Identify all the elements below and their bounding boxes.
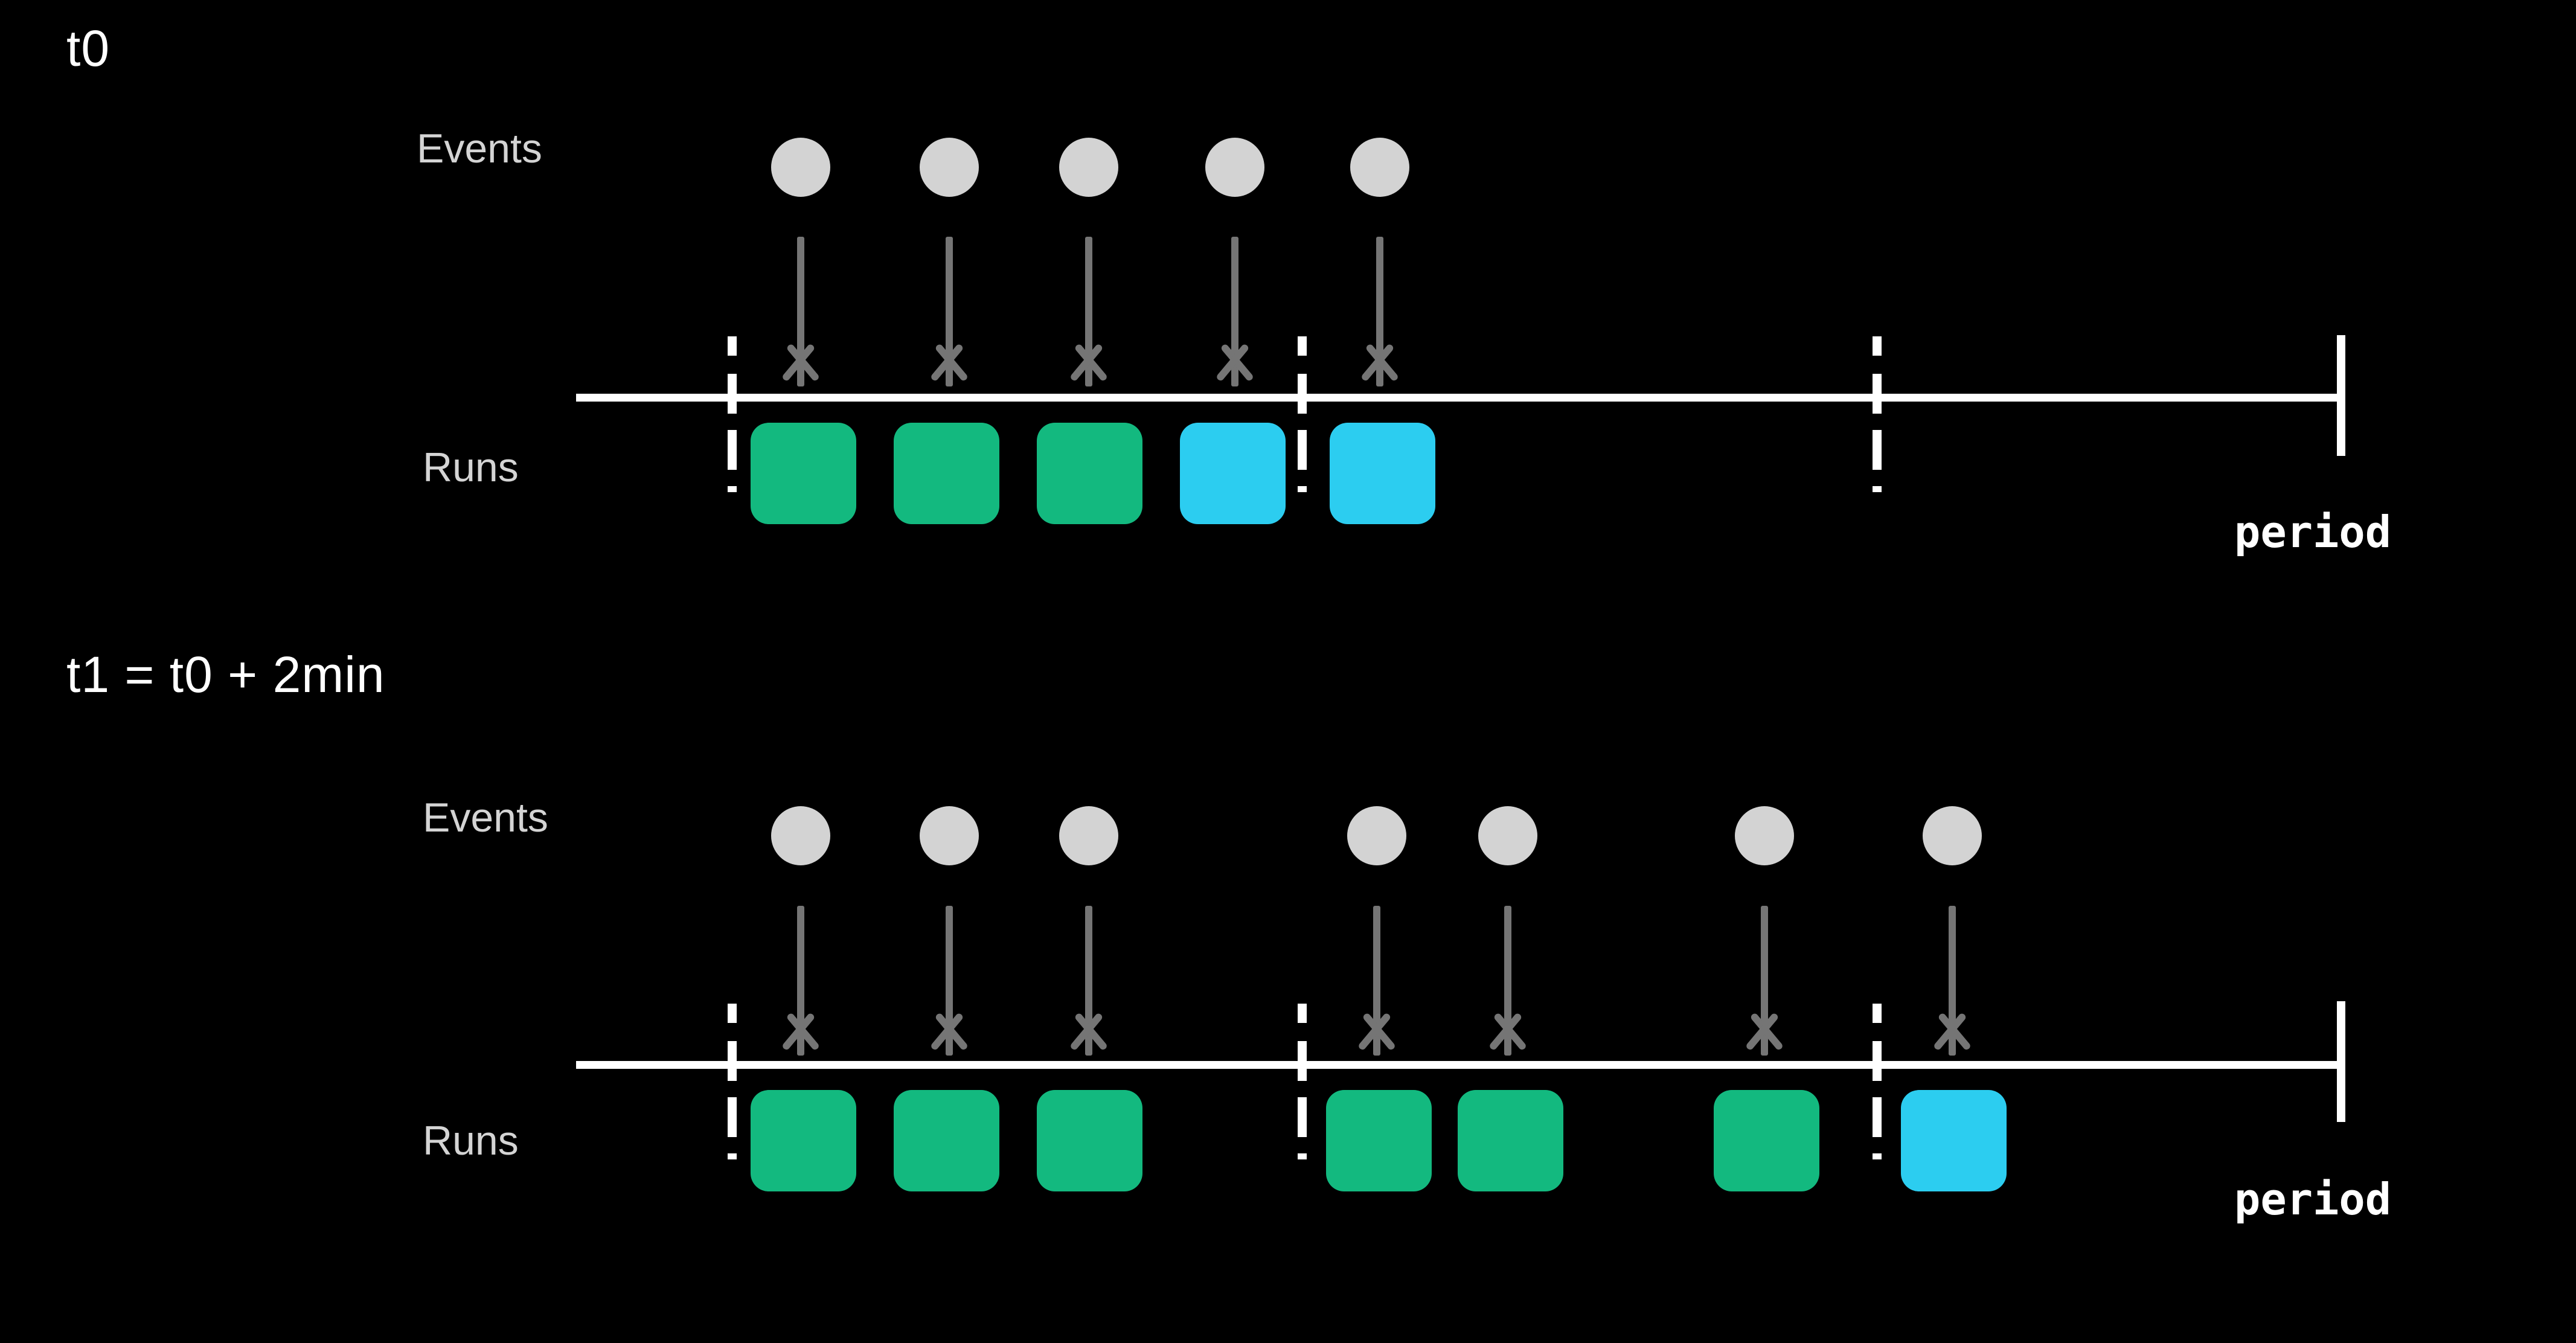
event-dot: [1059, 806, 1118, 865]
event-dot: [771, 806, 830, 865]
run-box-cyan: [1330, 423, 1435, 524]
dash-segment: [1873, 1004, 1882, 1023]
arrow-shaft: [946, 906, 953, 1056]
run-box-green: [751, 423, 856, 524]
run-box-green: [1714, 1090, 1819, 1191]
arrow-shaft: [797, 906, 804, 1056]
event-dot: [1205, 138, 1264, 197]
dash-segment: [728, 1097, 737, 1137]
period-end-tick: [2337, 1001, 2345, 1122]
period-boundary-dashed-line: [1873, 336, 1882, 492]
dash-segment: [1298, 336, 1307, 356]
event-dot: [1059, 138, 1118, 197]
event-dot: [1347, 806, 1406, 865]
arrow-head: [1063, 1007, 1114, 1058]
dash-segment: [1873, 374, 1882, 414]
period-boundary-dashed-line: [1873, 1004, 1882, 1159]
run-box-green: [894, 1090, 999, 1191]
arrow-shaft: [946, 237, 953, 386]
dash-segment: [1298, 1041, 1307, 1081]
dash-segment: [1298, 1153, 1307, 1159]
timeline-axis: [576, 394, 2337, 402]
dash-segment: [1298, 374, 1307, 414]
period-boundary-dashed-line: [1298, 1004, 1307, 1159]
dash-segment: [728, 1004, 737, 1023]
arrow-shaft: [1085, 237, 1092, 386]
event-dot: [1735, 806, 1794, 865]
arrow-shaft: [1504, 906, 1511, 1056]
arrow-head: [1927, 1007, 1978, 1058]
dash-segment: [1873, 336, 1882, 356]
arrow-head: [924, 1007, 975, 1058]
event-dot: [920, 806, 979, 865]
arrow-shaft: [1376, 237, 1383, 386]
events-label: Events: [423, 795, 548, 841]
dash-segment: [1298, 1004, 1307, 1023]
run-box-green: [1326, 1090, 1432, 1191]
arrow-head: [775, 1007, 826, 1058]
period-boundary-dashed-line: [1298, 336, 1307, 492]
events-label: Events: [417, 126, 542, 171]
event-dot: [1350, 138, 1409, 197]
run-box-green: [751, 1090, 856, 1191]
dash-segment: [1873, 1097, 1882, 1137]
dash-segment: [728, 374, 737, 414]
period-label: period: [2234, 1174, 2392, 1225]
event-dot: [1923, 806, 1982, 865]
arrow-shaft: [1949, 906, 1956, 1056]
row-title-row-t0: t0: [66, 20, 111, 77]
dash-segment: [728, 486, 737, 492]
event-dot: [1478, 806, 1537, 865]
dash-segment: [1873, 1153, 1882, 1159]
dash-segment: [1298, 430, 1307, 470]
event-dot: [920, 138, 979, 197]
dash-segment: [728, 430, 737, 470]
dash-segment: [728, 1041, 737, 1081]
row-title-row-t1: t1 = t0 + 2min: [66, 646, 385, 703]
run-box-green: [1037, 423, 1142, 524]
arrow-shaft: [1373, 906, 1380, 1056]
run-box-green: [894, 423, 999, 524]
arrow-shaft: [797, 237, 804, 386]
dash-segment: [728, 336, 737, 356]
dash-segment: [1873, 430, 1882, 470]
arrow-head: [1739, 1007, 1790, 1058]
dash-segment: [1873, 1041, 1882, 1081]
run-box-cyan: [1180, 423, 1286, 524]
dash-segment: [1298, 486, 1307, 492]
arrow-head: [1482, 1007, 1533, 1058]
event-dot: [771, 138, 830, 197]
dash-segment: [1873, 486, 1882, 492]
dash-segment: [728, 1153, 737, 1159]
period-boundary-dashed-line: [728, 1004, 737, 1159]
runs-label: Runs: [423, 444, 519, 490]
runs-label: Runs: [423, 1118, 519, 1164]
dash-segment: [1298, 1097, 1307, 1137]
run-box-cyan: [1901, 1090, 2007, 1191]
run-box-green: [1458, 1090, 1563, 1191]
arrow-shaft: [1231, 237, 1238, 386]
arrow-shaft: [1085, 906, 1092, 1056]
period-end-tick: [2337, 335, 2345, 456]
arrow-shaft: [1761, 906, 1768, 1056]
timeline-axis: [576, 1061, 2337, 1069]
period-boundary-dashed-line: [728, 336, 737, 492]
period-label: period: [2234, 507, 2392, 557]
run-box-green: [1037, 1090, 1142, 1191]
arrow-head: [1351, 1007, 1402, 1058]
